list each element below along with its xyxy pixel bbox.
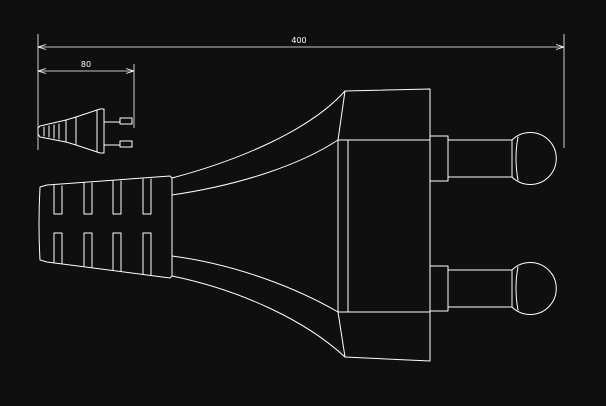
dimension-small-plug: 80 — [37, 60, 135, 128]
dimension-overall: 400 — [37, 34, 565, 150]
lower-pin — [429, 262, 557, 315]
upper-pin — [429, 132, 557, 185]
large-plug — [38, 88, 557, 362]
dimension-overall-label: 400 — [291, 36, 306, 45]
small-plug — [37, 108, 133, 154]
dimension-small-plug-label: 80 — [81, 60, 91, 69]
